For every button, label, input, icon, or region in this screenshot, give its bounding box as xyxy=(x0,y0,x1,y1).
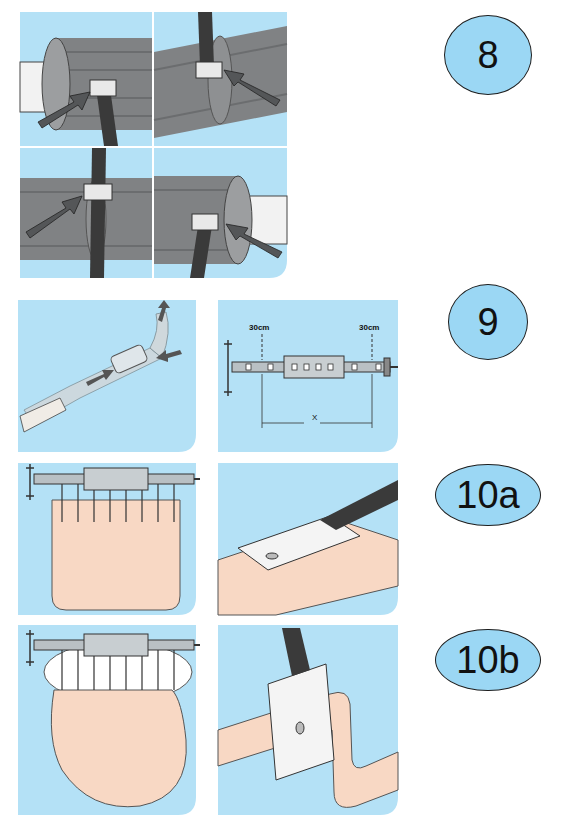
dimension-label: 30cm xyxy=(249,324,269,332)
rod-measure xyxy=(224,334,398,428)
roller-strap-4 xyxy=(154,176,287,278)
plate-flat xyxy=(218,480,398,615)
rod-board xyxy=(26,464,200,610)
rod-shaped-board xyxy=(26,630,200,807)
step-circle: 10a xyxy=(435,464,540,526)
dimension-label: X xyxy=(312,414,317,422)
step-number: 9 xyxy=(477,303,498,341)
step-number: 10a xyxy=(456,476,519,514)
roller-strap-2 xyxy=(154,12,287,138)
roller-strap-1 xyxy=(20,38,152,146)
clip-strap xyxy=(20,300,182,432)
step-circle: 10b xyxy=(435,629,540,691)
panel-grounds xyxy=(18,12,398,815)
roller-strap-3 xyxy=(20,148,152,278)
step-circle: 8 xyxy=(444,15,532,95)
step-number: 10b xyxy=(456,641,519,679)
dimension-label: 30cm xyxy=(359,324,379,332)
plate-bent xyxy=(218,628,398,807)
step-circle: 9 xyxy=(448,284,528,360)
step-number: 8 xyxy=(477,36,498,74)
